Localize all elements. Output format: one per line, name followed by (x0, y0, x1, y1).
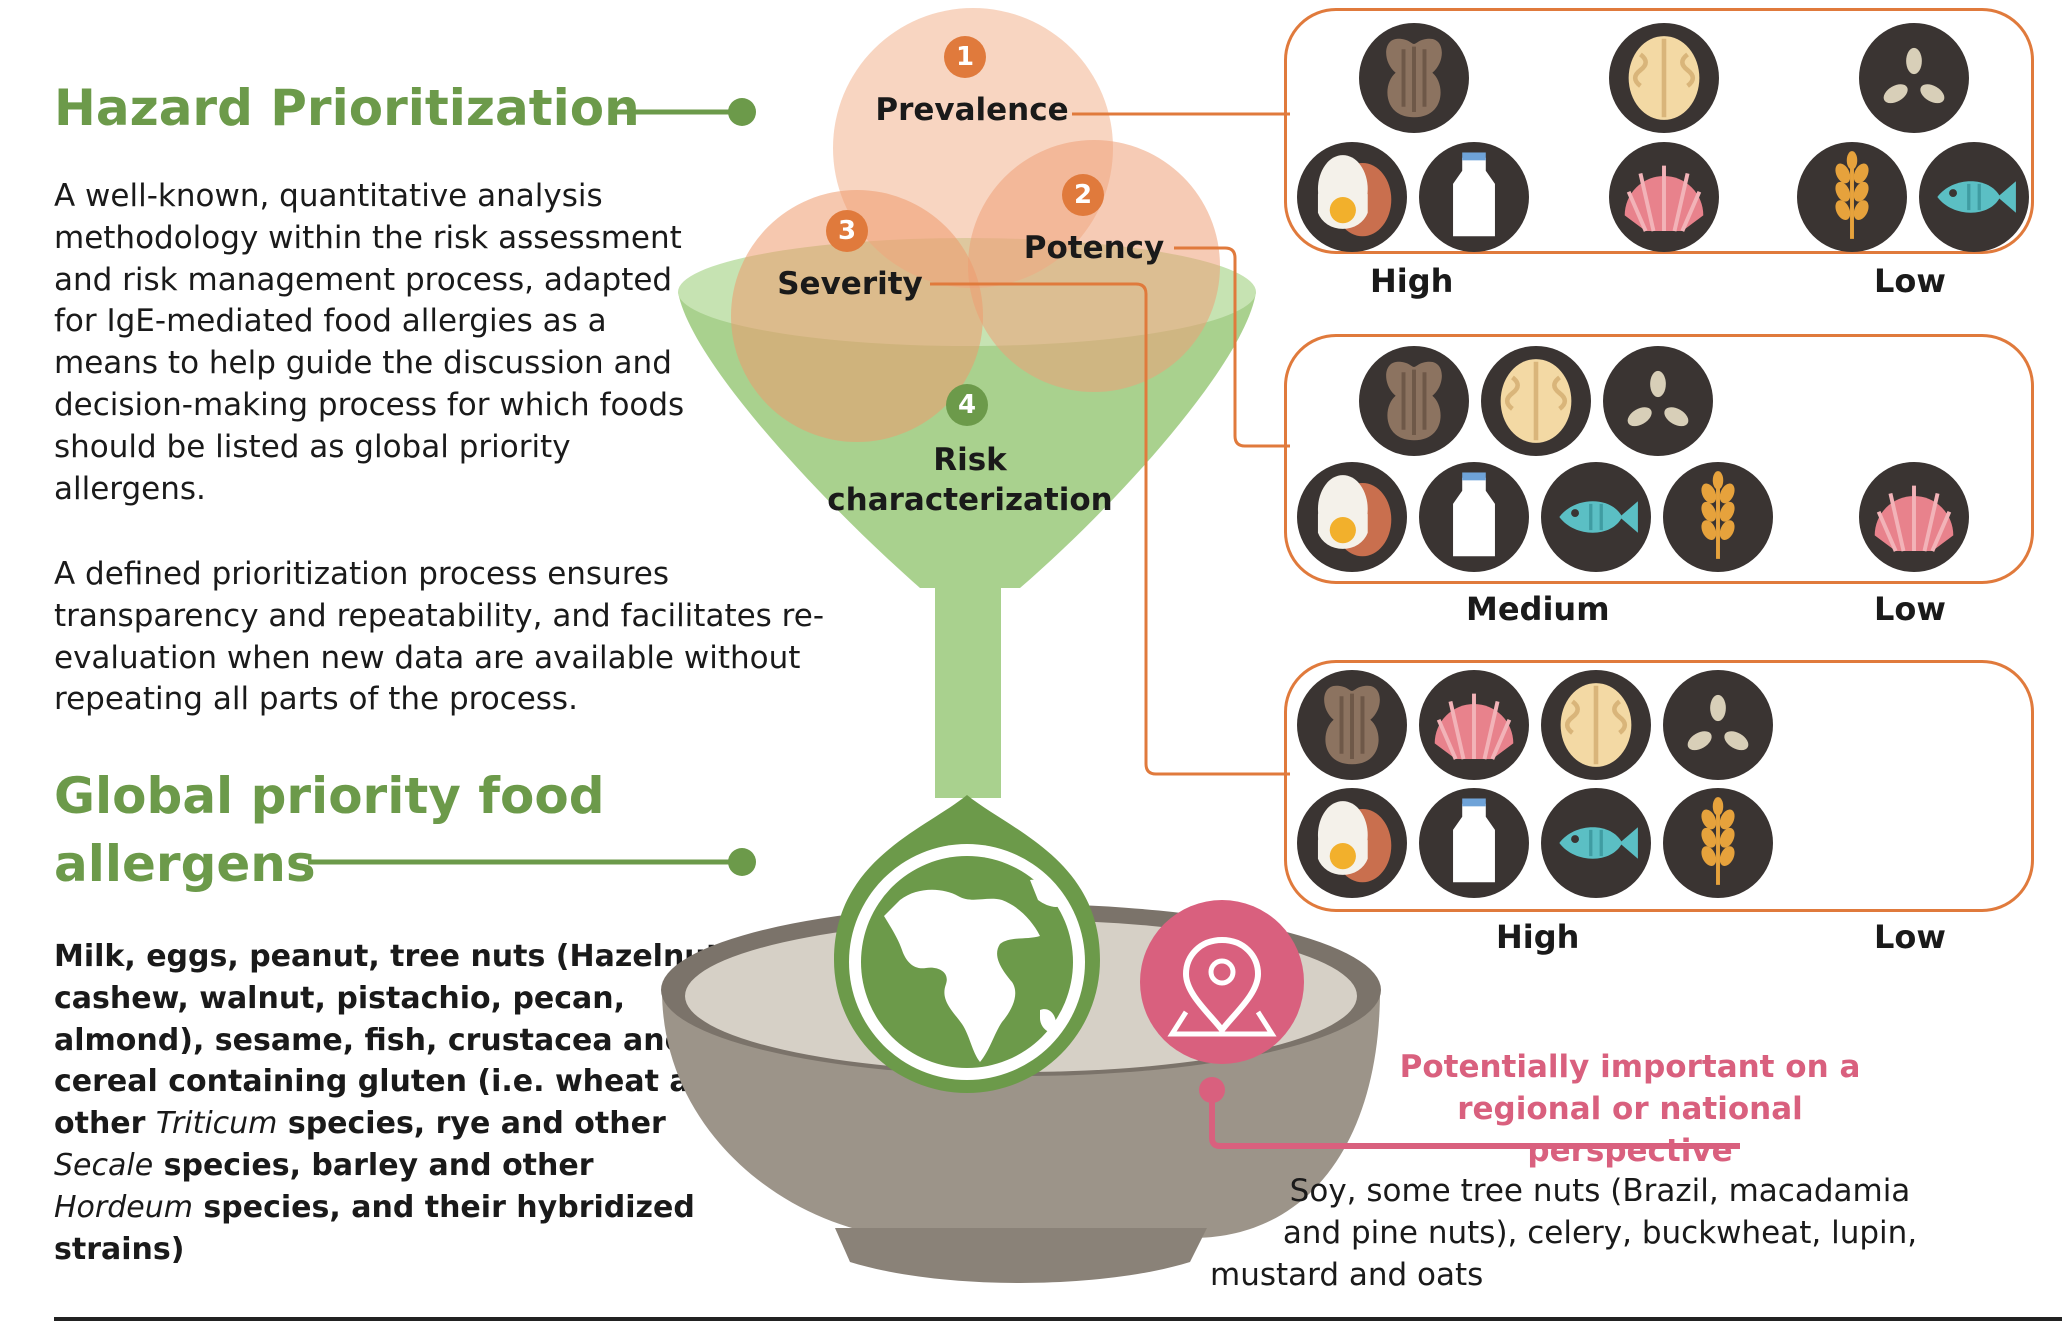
regional-list-line-2: and pine nuts), celery, buckwheat, lupin… (1282, 1215, 1918, 1251)
allergen-triticum: Triticum (155, 1106, 278, 1142)
step-4-label: Risk characterization (820, 440, 1120, 520)
tree-nut-icon (1541, 670, 1651, 780)
fish-icon (1541, 462, 1651, 572)
potency-icons (1297, 346, 1969, 572)
wheat-icon (1663, 788, 1773, 898)
global-allergen-list: Milk, eggs, peanut, tree nuts (Hazelnut,… (54, 936, 734, 1270)
location-pin-bubble (1140, 900, 1740, 1149)
step-4-number: 4 (946, 384, 988, 426)
severity-icons (1297, 670, 1773, 898)
step-3-number: 3 (826, 210, 868, 252)
sesame-icon (1663, 670, 1773, 780)
fish-icon (1919, 142, 2029, 252)
step-4-label-line-1: Risk (933, 442, 1007, 478)
peanut-icon (1359, 346, 1469, 456)
sesame-icon (1859, 23, 1969, 133)
allergen-list-part-1: Milk, eggs, peanut, tree nuts (Hazelnut,… (54, 939, 733, 1142)
allergen-list-part-2: species, rye and other (277, 1106, 666, 1142)
prevalence-high-label: High (1370, 262, 1454, 300)
tree-nut-icon (1481, 346, 1591, 456)
step-1-number: 1 (944, 36, 986, 78)
egg-icon (1297, 462, 1407, 572)
step-2-number: 2 (1062, 174, 1104, 216)
step-4-label-line-2: characterization (827, 482, 1113, 518)
global-connector (308, 848, 756, 876)
egg-icon (1297, 142, 1407, 252)
prevalence-panel (1284, 8, 2034, 254)
potency-panel (1284, 334, 2034, 584)
crustacea-icon (1419, 670, 1529, 780)
potency-medium-label: Medium (1466, 590, 1610, 628)
tree-nut-icon (1609, 23, 1719, 133)
egg-icon (1297, 788, 1407, 898)
severity-high-label: High (1496, 918, 1580, 956)
wheat-icon (1797, 142, 1907, 252)
wheat-icon (1663, 462, 1773, 572)
global-title-line-1: Global priority food (54, 767, 605, 825)
fish-icon (1541, 788, 1651, 898)
allergen-hordeum: Hordeum (54, 1189, 193, 1225)
regional-list-line-3: mustard and oats (1210, 1257, 1484, 1293)
peanut-icon (1359, 23, 1469, 133)
step-2-label: Potency (1023, 230, 1165, 266)
step-1-label: Prevalence (875, 92, 1069, 128)
sesame-icon (1603, 346, 1713, 456)
orange-connectors (930, 112, 1290, 776)
venn-circles (731, 8, 1220, 442)
milk-icon (1419, 462, 1529, 572)
regional-title-line-2: regional or national perspective (1457, 1091, 1803, 1169)
milk-icon (1419, 788, 1529, 898)
allergen-secale: Secale (54, 1147, 154, 1183)
regional-title: Potentially important on a regional or n… (1360, 1046, 1900, 1172)
peanut-icon (1297, 670, 1407, 780)
global-title-line-2: allergens (54, 835, 316, 893)
hazard-title: Hazard Prioritization (54, 79, 640, 137)
step-3-label: Severity (777, 266, 923, 302)
milk-icon (1419, 142, 1529, 252)
crustacea-icon (1609, 142, 1719, 252)
potency-low-label: Low (1874, 590, 1946, 628)
regional-allergen-list: Soy, some tree nuts (Brazil, macadamia a… (1210, 1170, 1990, 1296)
allergen-list-part-4: species, and their hybridized strains) (54, 1189, 695, 1267)
hazard-paragraph-1: A well-known, quantitative analysis meth… (54, 178, 685, 507)
global-title: Global priority food allergens (54, 762, 605, 898)
severity-panel (1284, 660, 2034, 912)
prevalence-icons (1297, 23, 2029, 252)
crustacea-icon (1859, 462, 1969, 572)
regional-list-line-1: Soy, some tree nuts (Brazil, macadamia (1289, 1173, 1911, 1209)
severity-low-label: Low (1874, 918, 1946, 956)
hazard-paragraph-2: A defined prioritization process ensures… (54, 556, 825, 718)
prevalence-low-label: Low (1874, 262, 1946, 300)
regional-title-line-1: Potentially important on a (1399, 1049, 1861, 1085)
allergen-list-part-3: species, barley and other (153, 1147, 594, 1183)
hazard-connector (610, 98, 756, 126)
